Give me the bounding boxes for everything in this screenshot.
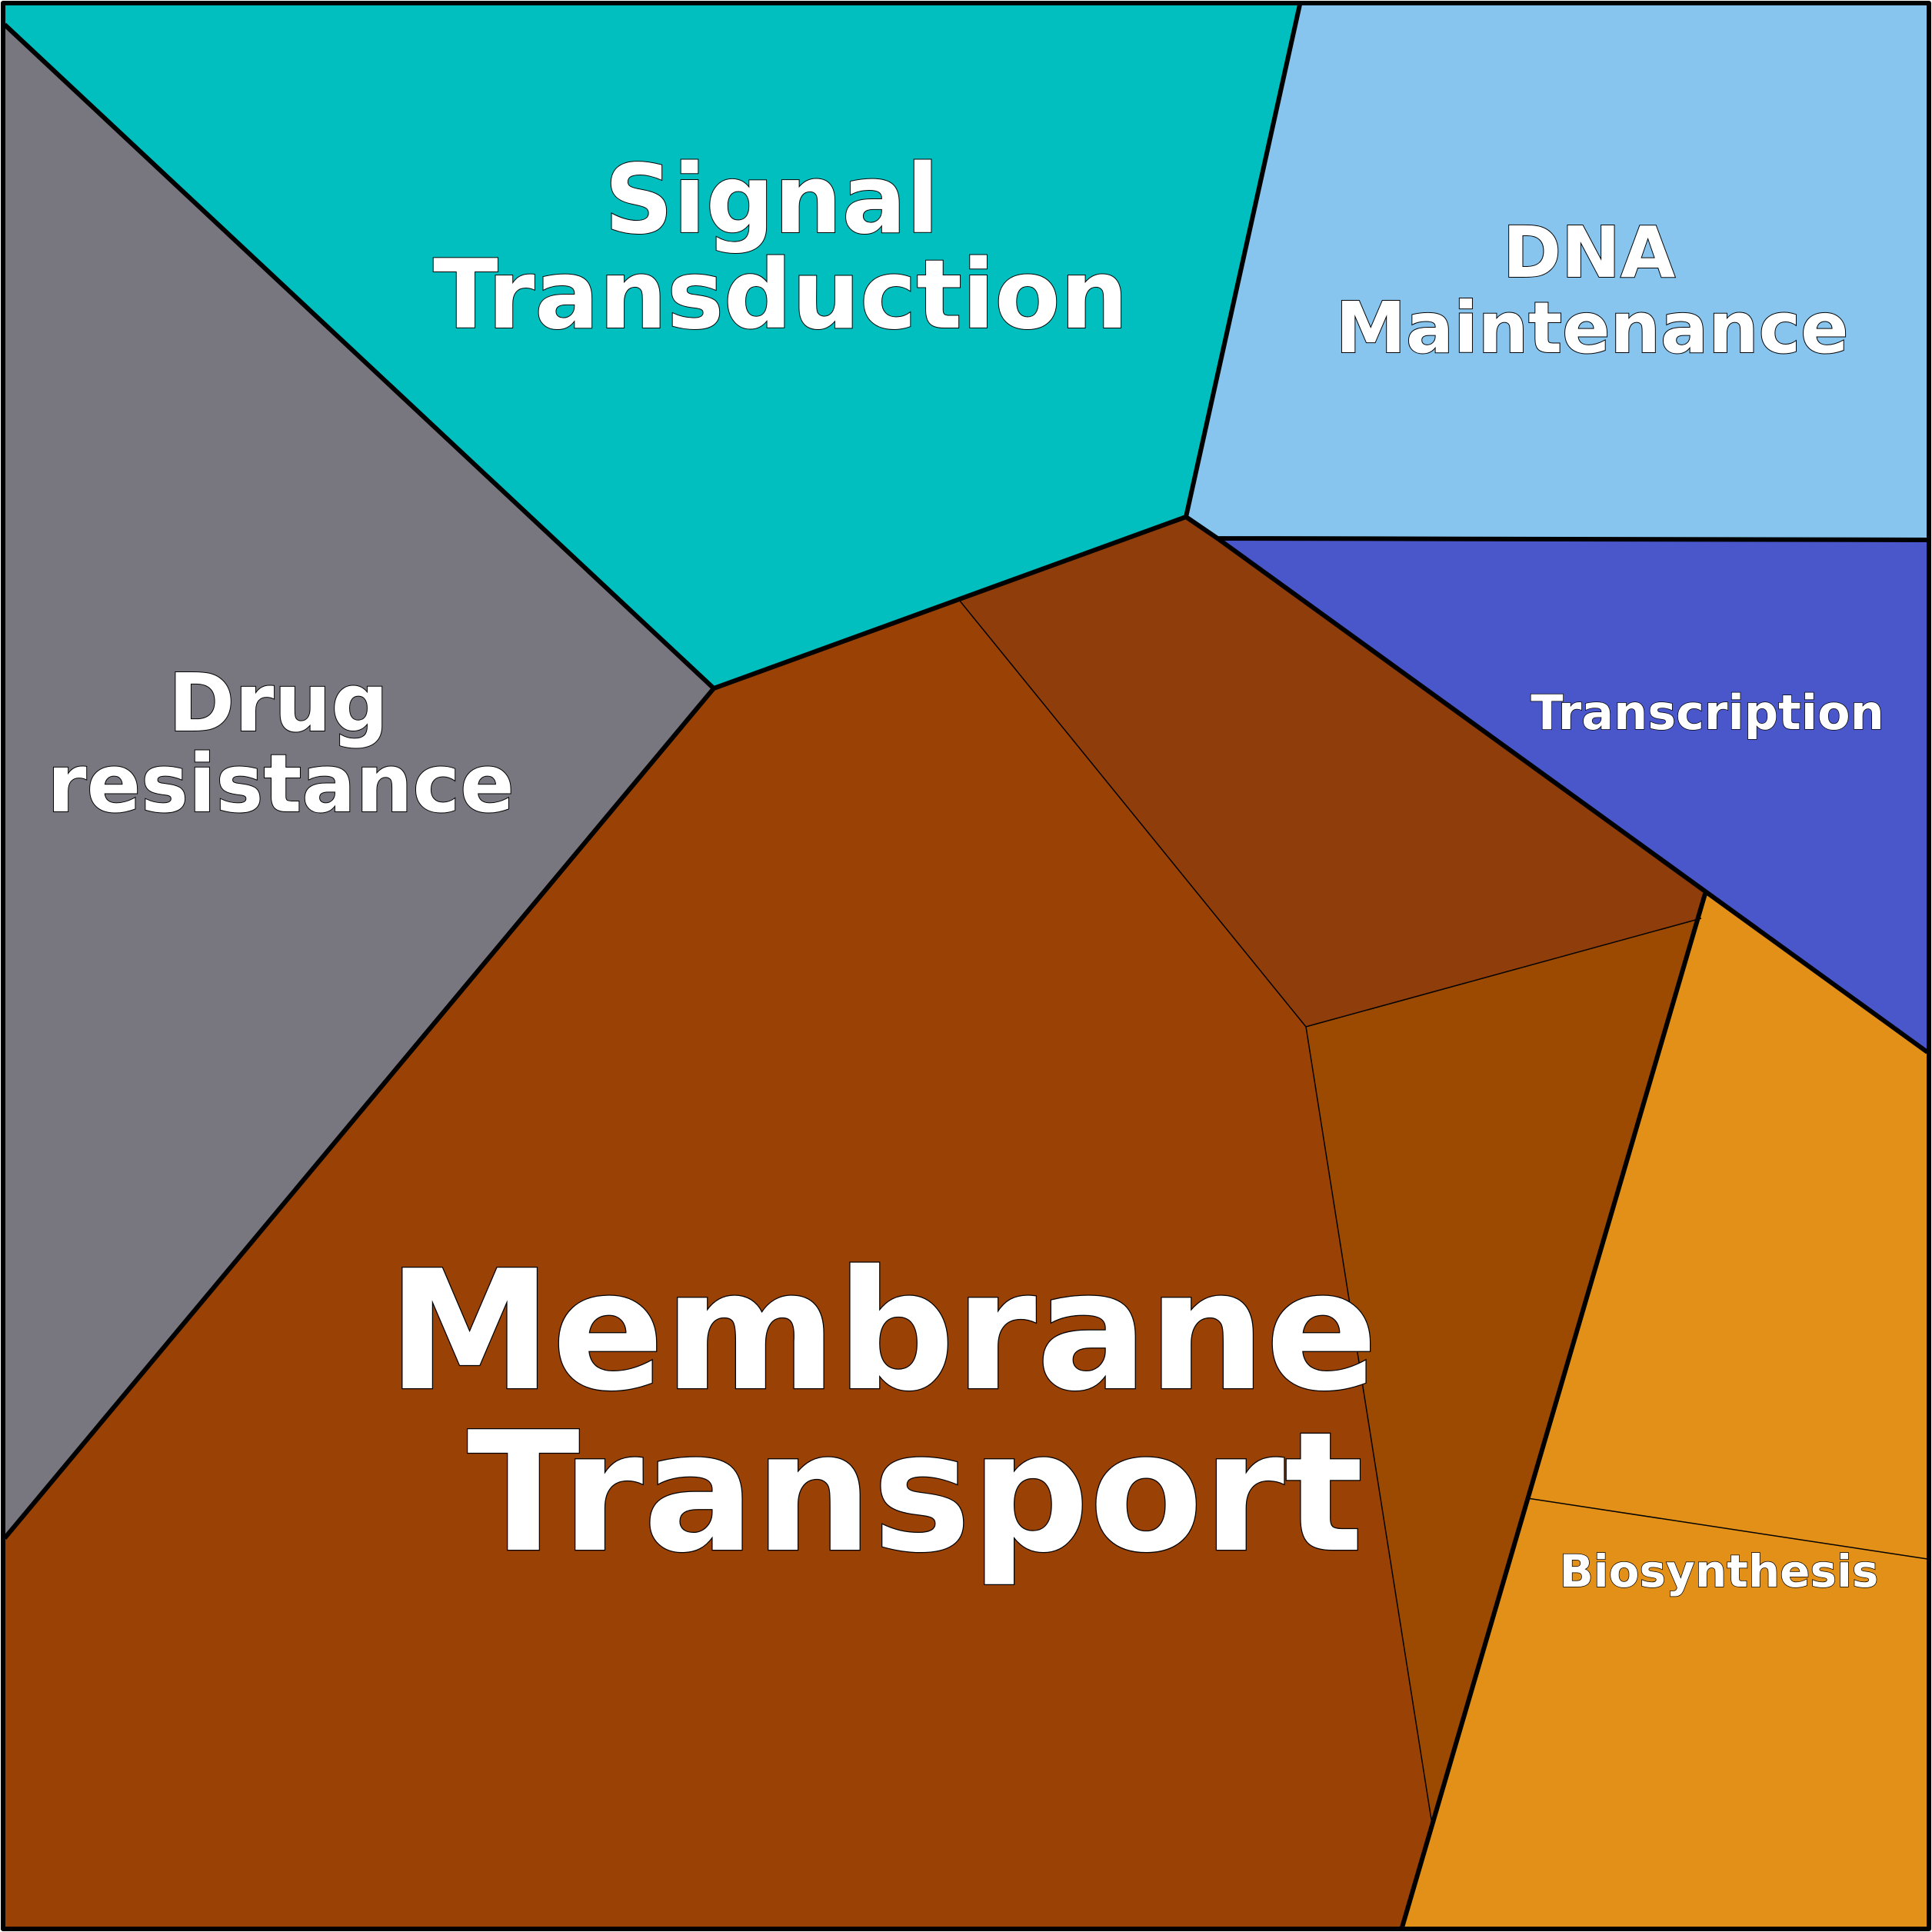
- label-line: Drug: [168, 656, 388, 750]
- label-line: resistance: [47, 737, 514, 831]
- region-dna-maintenance: [1186, 5, 1927, 540]
- label-drug-resistance: Drug resistance: [47, 656, 514, 831]
- region-membrane-transport: [5, 600, 1432, 1927]
- label-membrane-transport: Membrane Transport: [388, 1234, 1436, 1589]
- label-line: Membrane: [388, 1234, 1378, 1427]
- region-signal-transduction: [5, 5, 1300, 688]
- subregion-membrane-transport-right: [1306, 918, 1701, 1824]
- thin-dividers: [958, 599, 1928, 1825]
- label-line: Transport: [467, 1396, 1364, 1589]
- label-line: Signal: [605, 145, 939, 255]
- label-biosynthesis: Biosynthesis: [1560, 1545, 1879, 1597]
- label-transcription: Transcription: [1531, 685, 1884, 741]
- label-line: Biosynthesis: [1560, 1545, 1879, 1597]
- label-line: Maintenance: [1335, 287, 1848, 369]
- subregion-membrane-transport-upper: [959, 517, 1705, 1027]
- label-line: Transcription: [1531, 685, 1884, 741]
- subregion-biosynthesis-upper: [1527, 894, 1927, 1559]
- label-signal-transduction: Signal Transduction: [433, 145, 1128, 351]
- subregion-biosynthesis-lower: [1402, 1498, 1927, 1927]
- label-line: DNA: [1503, 212, 1676, 294]
- label-line: Transduction: [433, 240, 1128, 351]
- region-drug-resistance: [5, 25, 714, 1538]
- label-dna-maintenance: DNA Maintenance: [1335, 212, 1848, 369]
